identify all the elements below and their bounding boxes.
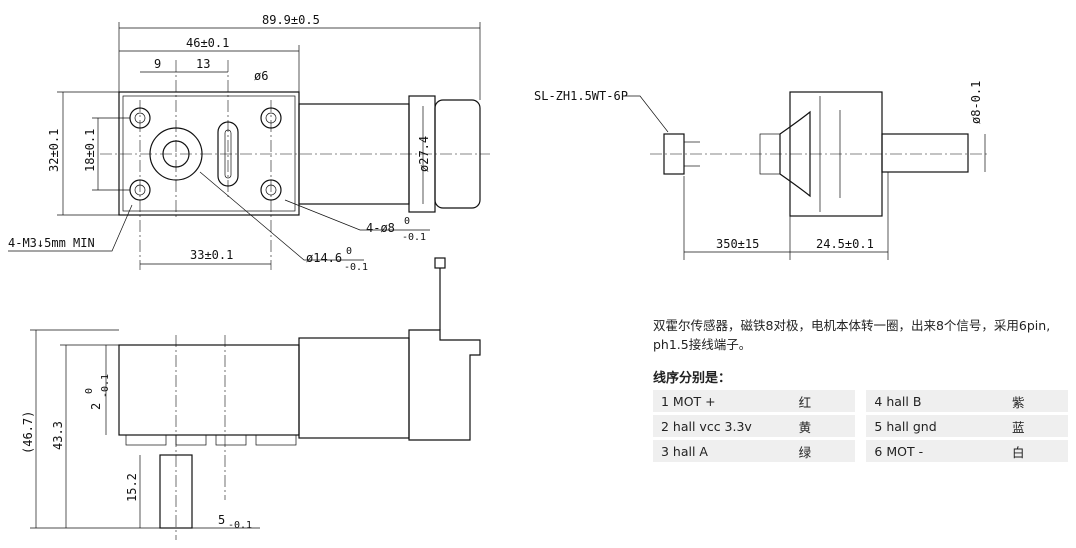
wire-desc: 3 hall A — [653, 440, 799, 462]
dim-13: 13 — [196, 57, 210, 71]
wire-desc: 5 hall gnd — [866, 415, 1012, 437]
dim-cable-length: 350±15 — [716, 237, 759, 251]
dim-width: 32±0.1 — [47, 129, 61, 172]
shaft — [881, 133, 969, 173]
wire-desc: 2 hall vcc 3.3v — [653, 415, 799, 437]
dim-height-body: 43.3 — [51, 421, 65, 450]
wiring-table: 1 MOT + 红 4 hall B 紫 2 hall vcc 3.3v 黄 5… — [653, 390, 1069, 465]
dim-height-total: (46.7) — [21, 411, 35, 454]
wire-color: 白 — [1012, 440, 1069, 462]
wire-color: 绿 — [798, 440, 855, 462]
wire-desc: 6 MOT - — [866, 440, 1012, 462]
wire-color: 蓝 — [1012, 415, 1069, 437]
flange-tol-lower: -0.1 — [100, 374, 111, 398]
wire-color: 紫 — [1012, 390, 1069, 412]
wire-desc: 4 hall B — [866, 390, 1012, 412]
front-view — [30, 257, 481, 540]
connector — [663, 133, 685, 175]
dim-shaft-flat: 5 — [218, 513, 225, 527]
description-note: 双霍尔传感器，磁铁8对极，电机本体转一圈，出来8个信号，采用6pin, ph1.… — [653, 316, 1073, 354]
dim-flange: 2 — [89, 403, 103, 410]
dim-motor-dia: ø27.4 — [417, 136, 431, 172]
side-view-right — [625, 91, 990, 260]
mount-tol-lower: -0.1 — [402, 232, 426, 243]
gearbox-side — [118, 344, 300, 436]
wiring-heading: 线序分别是： — [653, 371, 732, 386]
dim-boss-dia: ø14.6 — [306, 251, 342, 265]
screw-spec: 4-M3↓5mm MIN — [8, 236, 95, 250]
wire-color: 黄 — [798, 415, 855, 437]
table-row: 3 hall A 绿 6 MOT - 白 — [653, 440, 1069, 462]
dim-hole-spacing: 18±0.1 — [83, 129, 97, 172]
wire-color: 红 — [798, 390, 855, 412]
dim-shaft-dia: ø8-0.1 — [969, 81, 983, 124]
dim-9: 9 — [154, 57, 161, 71]
flange-tol-upper: 0 — [84, 388, 95, 394]
dim-shaft-length: 24.5±0.1 — [816, 237, 874, 251]
table-row: 1 MOT + 红 4 hall B 紫 — [653, 390, 1069, 412]
dim-slot-dia: ø6 — [254, 69, 268, 83]
dim-mount-holes: 4-ø8 — [366, 221, 395, 235]
connector-label: SL-ZH1.5WT-6P — [534, 89, 628, 103]
dim-overall-length: 89.9±0.5 — [262, 13, 320, 27]
boss-tol-lower: -0.1 — [344, 262, 368, 273]
boss-tol-upper: 0 — [346, 246, 352, 257]
dim-gearbox-length: 46±0.1 — [186, 36, 229, 50]
table-row: 2 hall vcc 3.3v 黄 5 hall gnd 蓝 — [653, 415, 1069, 437]
mount-tol-upper: 0 — [404, 216, 410, 227]
dim-shaft-out: 15.2 — [125, 473, 139, 502]
dim-shaft-hole-spacing: 33±0.1 — [190, 248, 233, 262]
top-view — [8, 22, 490, 270]
description-text: 双霍尔传感器，磁铁8对极，电机本体转一圈，出来8个信号，采用6pin, ph1.… — [653, 318, 1051, 352]
shaft-flat-tol: -0.1 — [228, 520, 252, 531]
wire-desc: 1 MOT + — [653, 390, 799, 412]
